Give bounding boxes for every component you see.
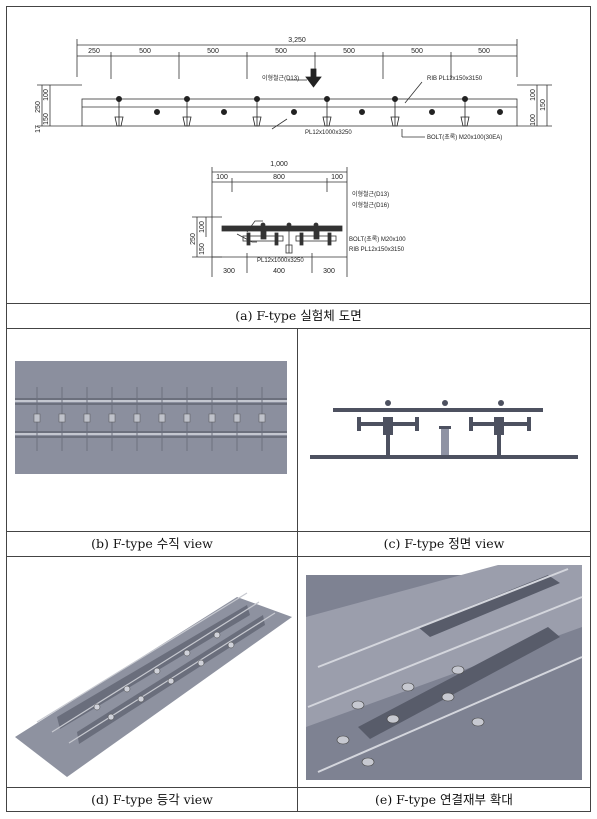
front-view-render xyxy=(310,400,578,459)
dim-seg: 500 xyxy=(275,48,287,55)
caption-d: (d) F-type 등각 view xyxy=(7,787,297,812)
panel-c-front-view xyxy=(298,329,590,531)
sec-bottom-dim: 300 xyxy=(323,268,335,275)
panel-d-isometric-view xyxy=(7,557,297,787)
right-dim: 150 xyxy=(540,99,547,111)
left-dim: 100 xyxy=(43,89,50,101)
dim-seg: 500 xyxy=(343,48,355,55)
dim-seg: 250 xyxy=(88,48,100,55)
sec-plate-label: PL12x1000x3250 xyxy=(257,258,304,264)
caption-b: (b) F-type 수직 view xyxy=(7,531,297,556)
rebar-label: 이형철근(D13) xyxy=(262,74,299,82)
left-dim: 250 xyxy=(35,101,42,113)
bolt-label: BOLT(초록) M20x100(30EA) xyxy=(427,134,502,141)
right-dim: 100 xyxy=(530,89,537,101)
sec-rib-label: RIB PL12x150x3150 xyxy=(349,247,405,253)
rib-label: RIB PL12x150x3150 xyxy=(427,76,483,82)
dim-seg: 500 xyxy=(207,48,219,55)
sec-d16-label: 이형철근(D16) xyxy=(352,201,389,209)
cad-drawing: 3,250 250 500 500 500 500 500 500 250 15… xyxy=(35,37,552,277)
figure-table: 3,250 250 500 500 500 500 500 500 250 15… xyxy=(6,6,591,812)
closeup-render xyxy=(306,565,583,780)
sec-bottom-dim: 300 xyxy=(223,268,235,275)
sec-dim: 800 xyxy=(273,174,285,181)
sec-bottom-dim: 400 xyxy=(273,268,285,275)
sec-d13-label: 이형철근(D13) xyxy=(352,190,389,198)
panel-a-drawing: 3,250 250 500 500 500 500 500 500 250 15… xyxy=(7,7,590,303)
left-dim: 17 xyxy=(35,125,42,133)
dim-seg: 500 xyxy=(411,48,423,55)
sec-left-dim: 150 xyxy=(199,243,206,255)
sec-dim: 100 xyxy=(331,174,343,181)
dim-seg: 500 xyxy=(139,48,151,55)
right-dim: 100 xyxy=(530,114,537,126)
isometric-render xyxy=(15,592,292,777)
top-view-render xyxy=(15,361,287,474)
section-width-dim: 1,000 xyxy=(270,161,288,168)
sec-left-dim: 250 xyxy=(190,233,197,245)
plate-label: PL12x1000x3250 xyxy=(305,130,352,136)
caption-e: (e) F-type 연결재부 확대 xyxy=(298,787,590,812)
caption-a: (a) F-type 실험체 도면 xyxy=(7,303,590,328)
panel-e-connection-closeup xyxy=(298,557,590,787)
sec-bolt-label: BOLT(초록) M20x100 xyxy=(349,236,406,243)
panel-b-top-view xyxy=(7,329,297,531)
total-width-dim: 3,250 xyxy=(288,37,306,44)
left-dim: 150 xyxy=(43,113,50,125)
caption-c: (c) F-type 정면 view xyxy=(298,531,590,556)
sec-left-dim: 100 xyxy=(199,221,206,233)
sec-dim: 100 xyxy=(216,174,228,181)
dim-seg: 500 xyxy=(478,48,490,55)
